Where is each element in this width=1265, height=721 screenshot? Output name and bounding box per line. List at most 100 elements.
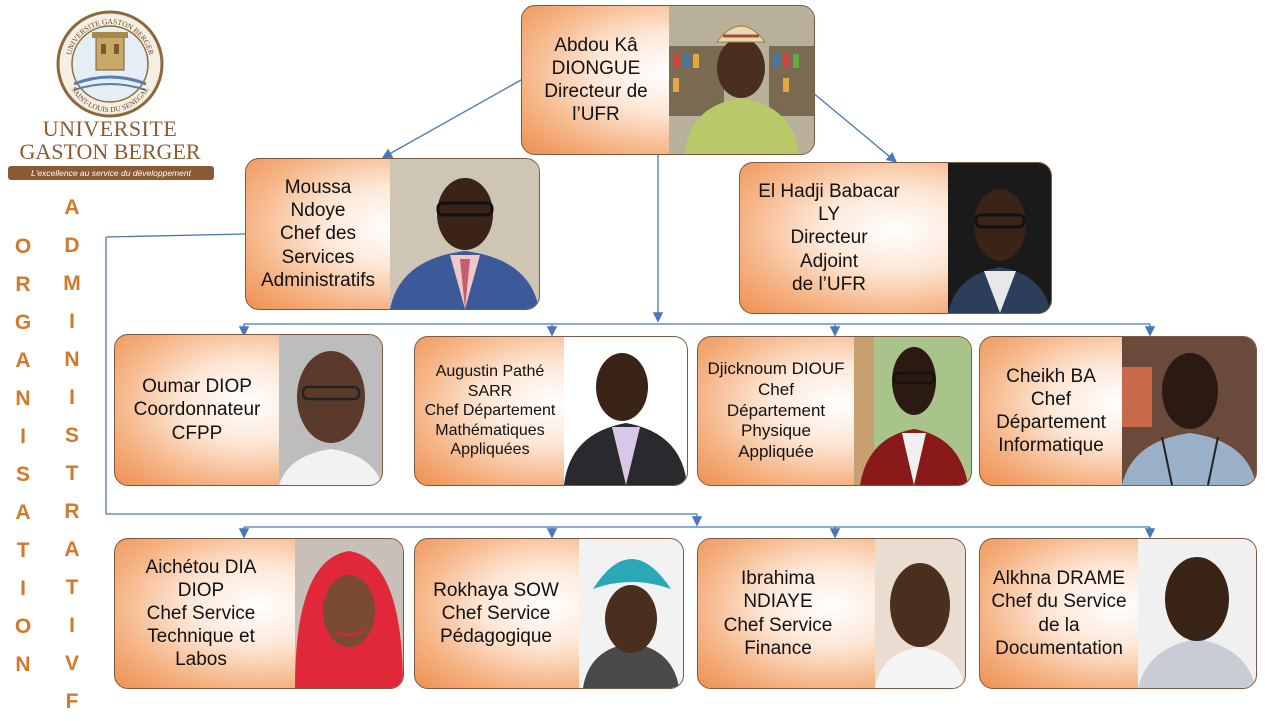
logo-tagline: L'excellence au service du développement [8,166,214,180]
vertical-title-letter: N [15,653,31,676]
vertical-title-letter: R [64,500,80,523]
university-seal-icon: UNIVERSITE GASTON BERGER SAINT-LOUIS DU … [56,10,164,118]
director-name: DIONGUE [551,57,641,79]
service-box: Rokhaya SOW Chef Service Pédagogique [414,538,684,689]
logo-line2: GASTON BERGER [19,139,201,164]
admin-chief-photo [390,159,539,309]
vertical-title-letter: T [65,576,79,599]
member-photo [579,539,683,688]
vertical-title-letter: R [15,273,31,296]
member-name: Aichétou DIA [145,556,257,578]
member-role: Mathématiques [435,421,545,439]
admin-chief-text: Moussa Ndoye Chef des Services Administr… [246,159,390,309]
vertical-title-letter: A [64,538,80,561]
member-role: Pédagogique [440,626,552,648]
member-photo [854,337,971,485]
member-role: Documentation [995,637,1123,659]
department-text: Cheikh BA Chef Département Informatique [980,337,1122,485]
member-photo [564,337,687,485]
member-role: CFPP [171,422,223,444]
vertical-title-letter: F [65,690,79,713]
director-photo [669,6,814,154]
department-text: Augustin Pathé SARR Chef Département Mat… [415,337,565,485]
member-name: NDIAYE [743,591,813,613]
member-name: Djicknoum DIOUF [707,359,845,379]
deputy-role: de l’UFR [792,273,866,295]
member-name: Alkhna DRAME [993,568,1125,590]
member-role: Labos [175,649,227,671]
member-name: DIOP [177,579,225,601]
deputy-photo [948,163,1051,313]
department-text: Djicknoum DIOUF Chef Département Physiqu… [698,337,854,485]
vertical-title-letter: T [16,539,30,562]
member-photo [1138,539,1256,688]
member-name: Rokhaya SOW [433,579,559,601]
vertical-title-letter: A [15,349,31,372]
member-photo [1122,337,1256,485]
director-name: Abdou Kâ [554,34,638,56]
member-role: Chef Département [424,402,556,420]
vertical-title-letter: I [20,425,26,448]
admin-chief-name: Moussa [284,177,352,199]
vertical-title-letter: A [64,196,80,219]
member-role: Appliquée [738,442,814,462]
vertical-title-letter: O [14,235,32,258]
vertical-title-letter: O [14,615,32,638]
vertical-title-letter: G [14,311,32,334]
deputy-name: LY [818,204,840,226]
member-role: Chef [758,379,794,399]
department-box: Oumar DIOP Coordonnateur CFPP [114,334,383,486]
deputy-role: Adjoint [799,250,859,272]
vertical-title-letter: A [15,501,31,524]
deputy-box: El Hadji Babacar LY Directeur Adjoint de… [739,162,1052,314]
vertical-title-letter: V [64,652,79,675]
service-text: Ibrahima NDIAYE Chef Service Finance [698,539,858,688]
vertical-title-letter: I [69,310,75,333]
deputy-role: Directeur [790,227,868,249]
vertical-title-letter: I [69,614,75,637]
director-role: Directeur de [544,81,648,102]
department-box: Augustin Pathé SARR Chef Département Mat… [414,336,688,486]
member-role: Département [996,412,1106,433]
member-role: Coordonnateur [133,399,261,421]
member-role: Technique et [147,626,255,648]
member-role: Finance [744,637,812,659]
admin-chief-role: Administratifs [260,269,376,291]
member-name: Oumar DIOP [142,376,252,398]
vertical-title-letter: M [63,272,81,295]
department-box: Cheikh BA Chef Département Informatique [979,336,1257,486]
department-box: Djicknoum DIOUF Chef Département Physiqu… [697,336,972,486]
admin-chief-role: Chef des [279,223,357,245]
member-role: Chef Service [723,614,833,636]
department-text: Oumar DIOP Coordonnateur CFPP [115,335,279,485]
vertical-title-letter: S [15,463,30,486]
service-box: Alkhna DRAME Chef du Service de la Docum… [979,538,1257,689]
vertical-title-letter: N [15,387,31,410]
member-photo [279,335,382,485]
member-role: Chef du Service [991,591,1127,613]
member-role: Chef [1030,388,1072,410]
service-text: Aichétou DIA DIOP Chef Service Technique… [115,539,287,688]
vertical-title-letter: T [65,462,79,485]
director-role: l’UFR [572,104,620,126]
admin-chief-name: Ndoye [290,200,346,222]
member-role: de la [1038,614,1080,636]
vertical-title-letter: N [64,348,80,371]
service-text: Rokhaya SOW Chef Service Pédagogique [415,539,577,688]
member-name: Augustin Pathé [435,363,545,381]
service-box: Aichétou DIA DIOP Chef Service Technique… [114,538,404,689]
member-photo [875,539,965,688]
member-name: Ibrahima [741,568,815,590]
member-role: Informatique [998,435,1104,457]
logo-line1: UNIVERSITE [42,116,178,141]
vertical-title-letter: I [69,386,75,409]
member-photo [295,539,403,688]
university-logo: UNIVERSITE GASTON BERGER SAINT-LOUIS DU … [4,8,216,184]
admin-chief-box: Moussa Ndoye Chef des Services Administr… [245,158,540,310]
deputy-text: El Hadji Babacar LY Directeur Adjoint de… [740,163,918,313]
admin-chief-role: Services [281,246,355,268]
vertical-title-letter: I [20,577,26,600]
member-role: Appliquées [450,441,530,459]
vertical-title-letter: D [64,234,80,257]
deputy-name: El Hadji Babacar [758,181,900,203]
